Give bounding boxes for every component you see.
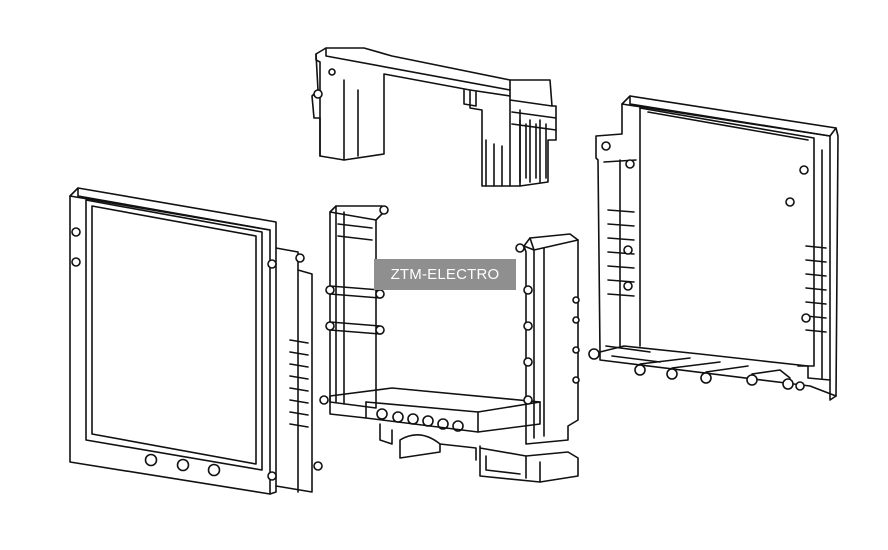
center-base-frame — [319, 205, 580, 483]
top-terminal-cover — [311, 47, 557, 187]
rear-housing-panel — [588, 95, 839, 401]
front-cover-panel — [69, 187, 323, 495]
watermark-label: ZTM-ELECTRO — [374, 259, 516, 290]
